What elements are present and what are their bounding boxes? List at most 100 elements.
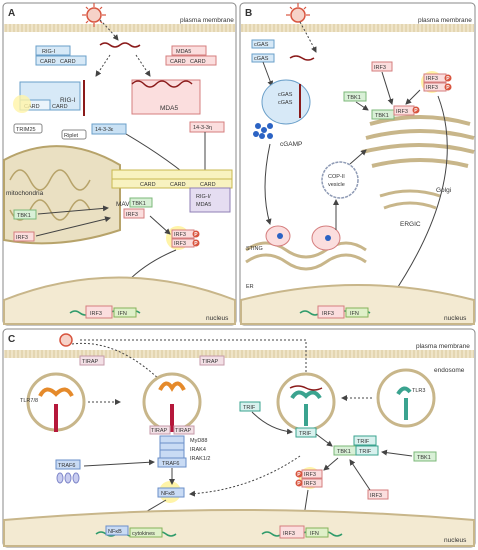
p1433n-label: 14-3-3η bbox=[193, 125, 212, 131]
svg-text:IRF3: IRF3 bbox=[396, 109, 408, 115]
svg-text:P: P bbox=[297, 481, 301, 487]
ifn-label-c: IFN bbox=[310, 531, 319, 537]
endosome-label: endosome bbox=[434, 367, 465, 374]
nucleus-c bbox=[3, 509, 475, 547]
irak4-label: IRAK4 bbox=[190, 447, 206, 453]
svg-text:RIG-I: RIG-I bbox=[42, 49, 56, 55]
trim25-label: TRIM25 bbox=[16, 127, 36, 133]
nucleus-label-c: nucleus bbox=[444, 537, 467, 544]
sting-label: STING bbox=[246, 246, 263, 252]
svg-text:P: P bbox=[446, 85, 450, 91]
panel-b-letter: B bbox=[245, 8, 252, 19]
tirap-label-2: TIRAP bbox=[202, 359, 219, 365]
svg-text:CARD: CARD bbox=[170, 59, 186, 65]
svg-text:IRF3: IRF3 bbox=[374, 65, 386, 71]
er-label: ER bbox=[246, 284, 254, 290]
svg-text:CARD: CARD bbox=[52, 104, 68, 110]
irf3-c bbox=[367, 489, 389, 500]
svg-text:RIG-I: RIG-I bbox=[60, 97, 76, 104]
svg-text:TBK1: TBK1 bbox=[417, 455, 431, 461]
mavs-label: MAVS bbox=[116, 201, 135, 208]
svg-text:RIG-I/: RIG-I/ bbox=[196, 194, 211, 200]
plasma-membrane-c bbox=[4, 350, 474, 358]
trif-tbk1-complex: TRIF TBK1 TRIF bbox=[333, 435, 379, 456]
rig1-inactive: RIG-I CARD CARD bbox=[35, 45, 87, 66]
cgas-label-1: cGAS bbox=[254, 42, 269, 48]
svg-text:P: P bbox=[297, 472, 301, 478]
svg-text:IRF3: IRF3 bbox=[426, 85, 438, 91]
svg-text:MDA5: MDA5 bbox=[196, 202, 211, 208]
trif-free bbox=[239, 401, 261, 412]
plasma-membrane-a bbox=[4, 24, 235, 32]
svg-text:MDA5: MDA5 bbox=[176, 49, 191, 55]
virus-icon bbox=[286, 3, 310, 23]
copii-label-1: COP-II bbox=[328, 174, 345, 180]
tbk1-c bbox=[413, 451, 437, 462]
svg-text:CARD: CARD bbox=[200, 182, 216, 188]
myd88-label: MyD88 bbox=[190, 438, 207, 444]
svg-text:CARD: CARD bbox=[24, 104, 40, 110]
svg-text:CARD: CARD bbox=[60, 59, 76, 65]
ifn-label-a: IFN bbox=[118, 311, 127, 317]
cgamp-label: cGAMP bbox=[280, 141, 302, 148]
nucleus-label-a: nucleus bbox=[206, 315, 229, 322]
svg-text:MDA5: MDA5 bbox=[160, 105, 178, 112]
svg-text:IRF3: IRF3 bbox=[174, 241, 186, 247]
irf3-dimer-c: IRF3 IRF3 P P bbox=[295, 467, 323, 489]
irf3-a bbox=[13, 231, 35, 242]
svg-text:CARD: CARD bbox=[170, 182, 186, 188]
plasma-membrane-label-c: plasma membrane bbox=[416, 343, 470, 350]
svg-text:IRF3: IRF3 bbox=[283, 531, 295, 537]
tbk1-sting-golgi: TBK1 IRF3 P bbox=[371, 105, 420, 120]
p1433e-label: 14-3-3ε bbox=[95, 127, 114, 133]
panel-b: B plasma membrane cGAS cGAS cGAS cGAS cG… bbox=[239, 2, 476, 326]
mda5-active: MDA5 bbox=[131, 79, 201, 115]
mavs-filaments: CARD CARD CARD bbox=[111, 169, 233, 189]
svg-text:cGAS: cGAS bbox=[278, 100, 293, 106]
copii-vesicle bbox=[321, 161, 359, 199]
cgamp-molecules bbox=[253, 123, 273, 139]
panel-c-letter: C bbox=[8, 334, 15, 345]
svg-text:IRF3: IRF3 bbox=[304, 481, 316, 487]
nucleus-b bbox=[240, 284, 475, 325]
nfkb-active: NFκB bbox=[157, 481, 185, 503]
ergic-label: ERGIC bbox=[400, 221, 421, 228]
svg-text:P: P bbox=[414, 108, 418, 114]
svg-text:P: P bbox=[194, 241, 198, 247]
panel-a: A plasma membrane RIG-I CARD CARD MDA5 C… bbox=[2, 2, 237, 326]
irf3-dimer-b: IRF3 IRF3 P P bbox=[421, 71, 452, 93]
plasma-membrane-label-a: plasma membrane bbox=[180, 17, 234, 24]
cytokines-label: cytokines bbox=[132, 531, 155, 537]
svg-text:CARD: CARD bbox=[40, 59, 56, 65]
irak12-label: IRAK1/2 bbox=[190, 456, 210, 462]
svg-text:TBK1: TBK1 bbox=[375, 113, 389, 119]
svg-text:TRIF: TRIF bbox=[359, 449, 372, 455]
svg-text:TRIF: TRIF bbox=[243, 405, 256, 411]
cgas-dna-complex: cGAS cGAS bbox=[261, 79, 311, 125]
svg-text:IRF3: IRF3 bbox=[174, 232, 186, 238]
svg-text:IRF3: IRF3 bbox=[126, 212, 138, 218]
golgi bbox=[361, 115, 475, 168]
plasma-membrane-label-b: plasma membrane bbox=[418, 17, 472, 24]
tlr3-label: TLR3 bbox=[412, 388, 425, 394]
svg-text:NFκB: NFκB bbox=[161, 491, 175, 497]
tbk1-b bbox=[343, 91, 367, 102]
virus-icon bbox=[59, 333, 73, 347]
nucleus-label-b: nucleus bbox=[444, 315, 467, 322]
svg-text:TIRAP: TIRAP bbox=[151, 428, 168, 434]
nfkb-label-nucleus: NFκB bbox=[108, 529, 122, 535]
tirap-label-1: TIRAP bbox=[82, 359, 99, 365]
rig-mda5-complex: RIG-I/ MDA5 bbox=[189, 187, 231, 213]
tbk1-a bbox=[13, 209, 37, 220]
svg-text:IRF3: IRF3 bbox=[322, 311, 334, 317]
viral-dna bbox=[289, 55, 315, 61]
er bbox=[245, 241, 367, 271]
riplet-label: Riplet bbox=[64, 133, 79, 139]
nucleus-a bbox=[3, 276, 236, 325]
mitochondria-label: mitochondria bbox=[6, 190, 44, 197]
virus-icon bbox=[82, 3, 106, 27]
traf6-free bbox=[55, 459, 81, 470]
svg-text:IRF3: IRF3 bbox=[16, 235, 28, 241]
mda5-inactive: MDA5 CARD CARD bbox=[165, 45, 217, 66]
